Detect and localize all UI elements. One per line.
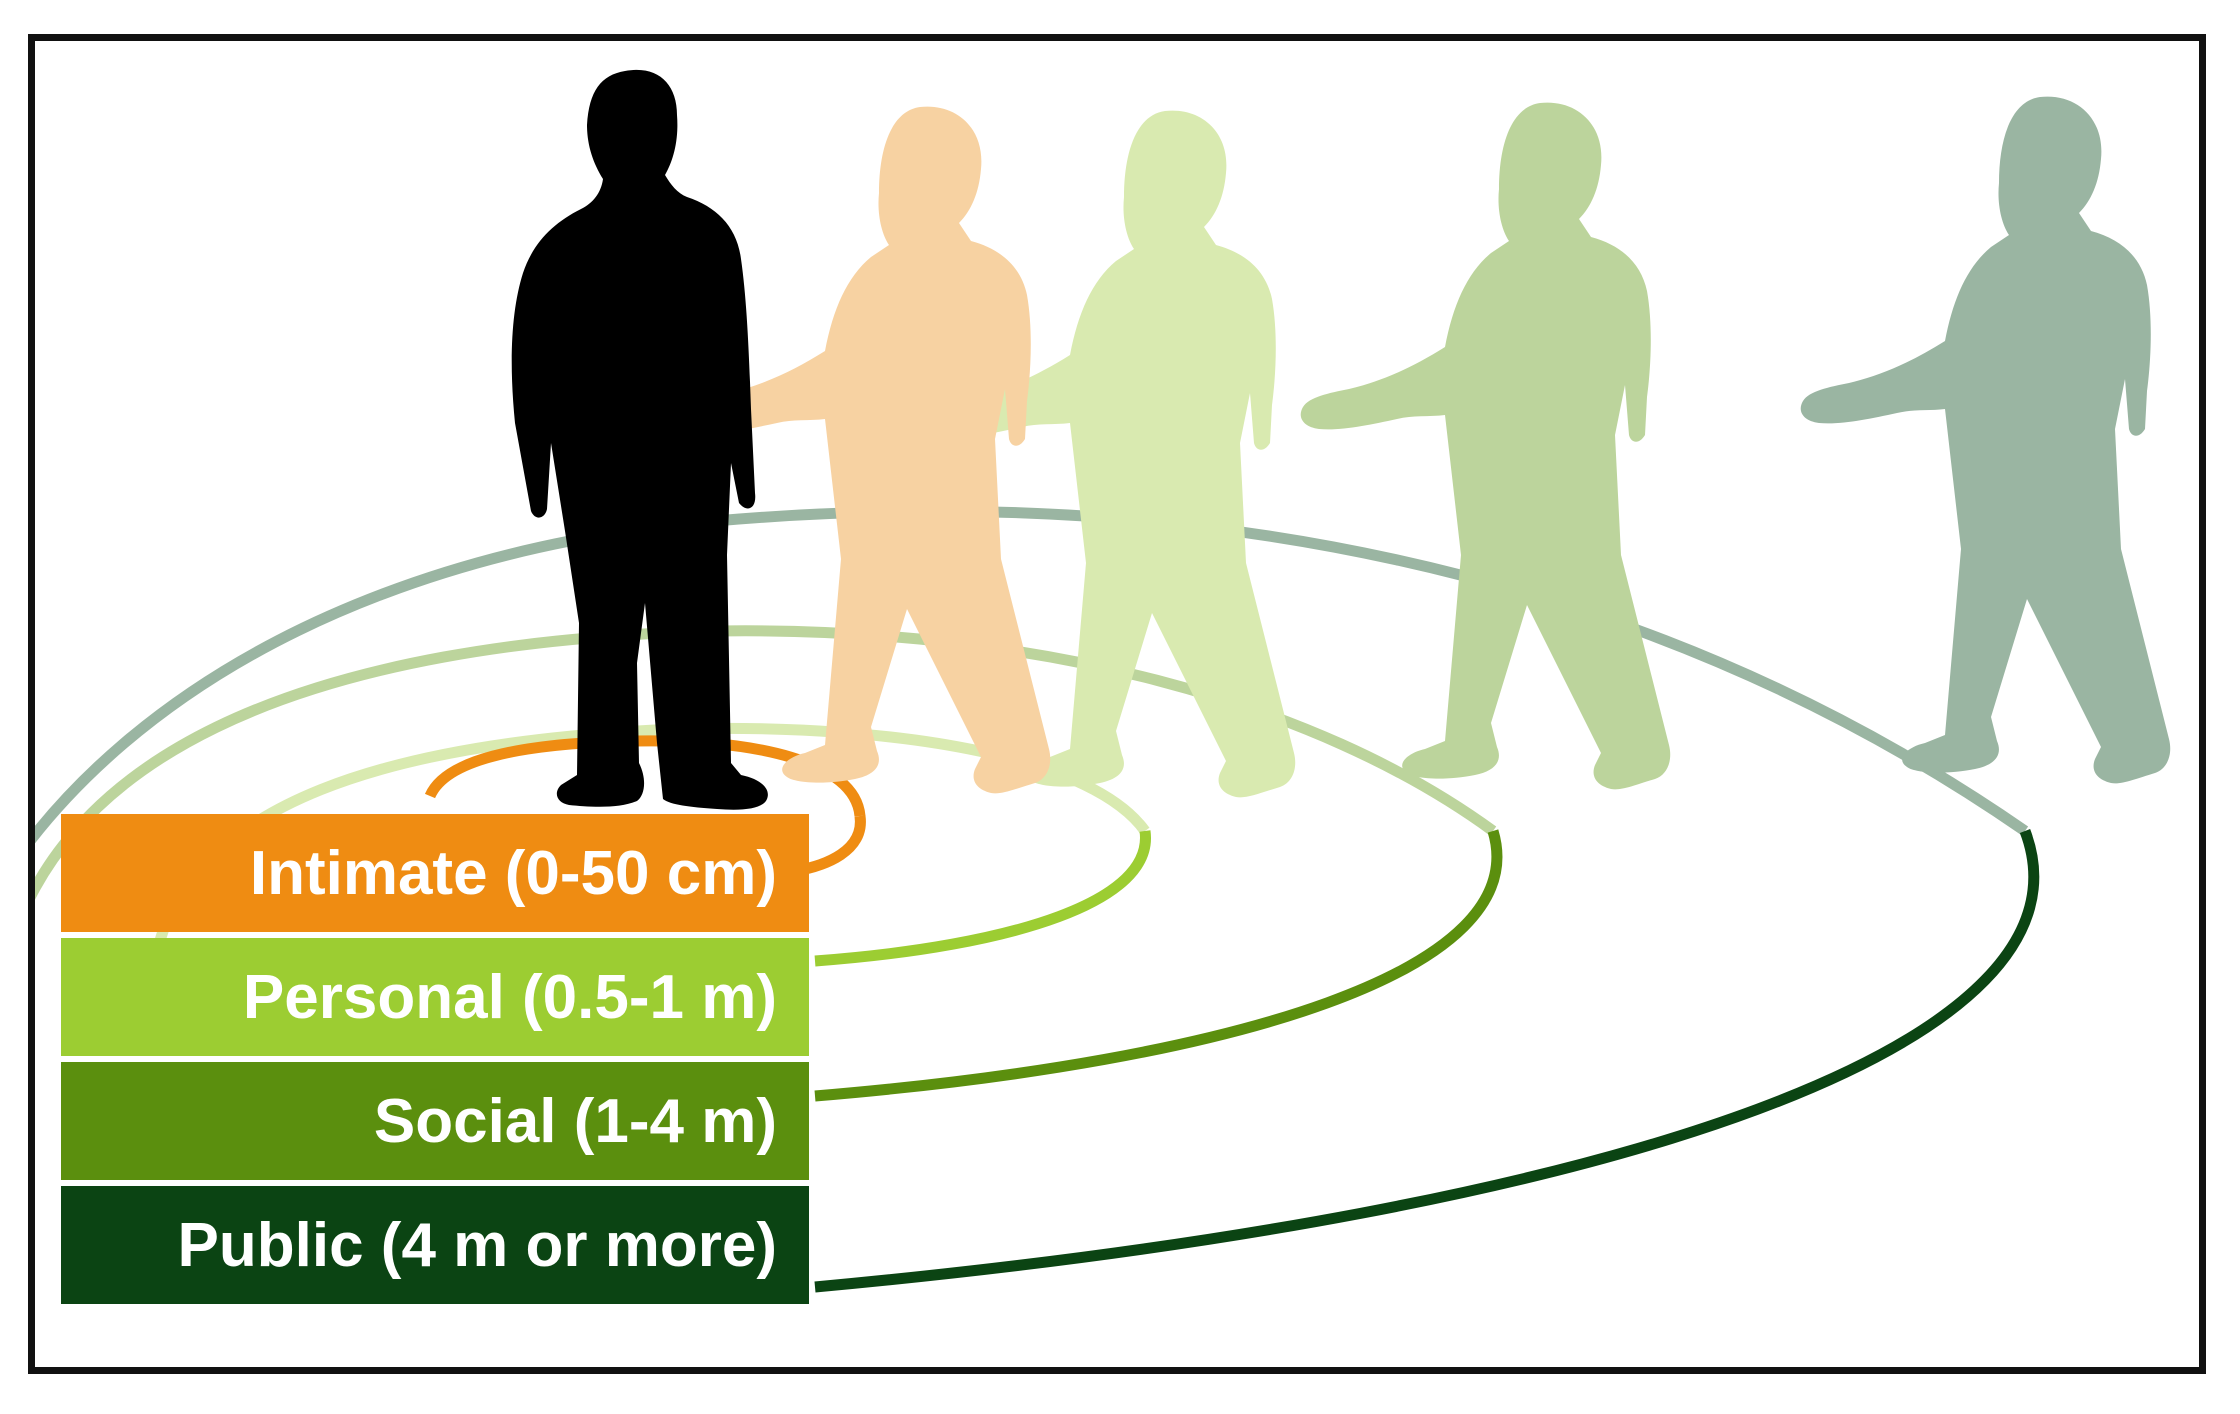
public-ring-front — [814, 829, 2040, 1293]
zone-label-public-text: Public (4 m or more) — [177, 1210, 777, 1280]
zone-label-social-text: Social (1-4 m) — [373, 1086, 777, 1156]
public-walker — [1800, 96, 2171, 784]
zone-label-public: Public (4 m or more) — [61, 1186, 809, 1304]
diagram-frame: Intimate (0-50 cm) Personal (0.5-1 m) So… — [28, 34, 2206, 1374]
rings-front — [794, 815, 2040, 1293]
zone-label-social: Social (1-4 m) — [61, 1062, 809, 1180]
zone-label-intimate: Intimate (0-50 cm) — [61, 814, 809, 932]
social-walker — [1300, 102, 1671, 790]
zone-label-personal: Personal (0.5-1 m) — [61, 938, 809, 1056]
social-ring-front — [814, 829, 1503, 1102]
personal-ring-front — [814, 830, 1151, 967]
zone-label-personal-text: Personal (0.5-1 m) — [242, 962, 777, 1032]
zone-label-intimate-text: Intimate (0-50 cm) — [249, 838, 777, 908]
figures — [511, 69, 2171, 810]
standing-person — [511, 69, 768, 810]
